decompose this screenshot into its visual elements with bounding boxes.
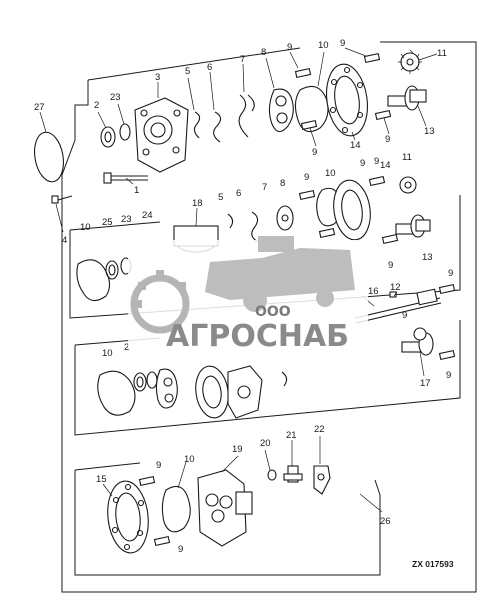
callout-23: 23 bbox=[121, 214, 132, 225]
panel-upper bbox=[69, 175, 461, 324]
callout-8: 8 bbox=[280, 178, 285, 189]
callout-20: 20 bbox=[260, 438, 271, 449]
harvester-icon bbox=[205, 236, 355, 312]
callout-2: 2 bbox=[124, 342, 129, 353]
callout-9: 9 bbox=[402, 310, 407, 321]
callout-23: 23 bbox=[110, 92, 121, 103]
callout-15: 15 bbox=[96, 474, 107, 485]
callout-9: 9 bbox=[374, 156, 379, 167]
callout-24: 24 bbox=[142, 210, 153, 221]
watermark-company: ООО bbox=[255, 304, 291, 320]
callout-5: 5 bbox=[218, 192, 223, 203]
callout-10: 10 bbox=[184, 454, 195, 465]
callout-10: 10 bbox=[318, 40, 329, 51]
panel-bottom bbox=[74, 462, 381, 576]
callout-8: 8 bbox=[261, 47, 266, 58]
callout-22: 22 bbox=[314, 424, 325, 435]
callout-1: 1 bbox=[134, 185, 139, 196]
callout-9: 9 bbox=[312, 147, 317, 158]
callout-10: 10 bbox=[102, 348, 113, 359]
callout-13: 13 bbox=[422, 252, 433, 263]
callout-9: 9 bbox=[360, 158, 365, 169]
figure-code: ZX 017593 bbox=[412, 559, 454, 569]
callout-10: 10 bbox=[325, 168, 336, 179]
callout-10: 10 bbox=[80, 222, 91, 233]
assembly-outline bbox=[61, 41, 477, 593]
callout-25: 25 bbox=[102, 217, 113, 228]
gear-logo-icon bbox=[130, 270, 190, 334]
callout-9: 9 bbox=[287, 42, 292, 53]
callout-7: 7 bbox=[262, 182, 267, 193]
callout-18: 18 bbox=[192, 198, 203, 209]
callout-14: 14 bbox=[350, 140, 361, 151]
callout-9: 9 bbox=[156, 460, 161, 471]
callout-9: 9 bbox=[304, 172, 309, 183]
callout-12: 12 bbox=[390, 282, 401, 293]
callout-26: 26 bbox=[380, 516, 391, 527]
callout-9: 9 bbox=[340, 38, 345, 49]
callout-2: 2 bbox=[94, 100, 99, 111]
callout-11: 11 bbox=[437, 48, 447, 59]
callout-19: 19 bbox=[232, 444, 243, 455]
callout-27: 27 bbox=[34, 102, 45, 113]
callout-11: 11 bbox=[402, 152, 412, 163]
callout-9: 9 bbox=[385, 134, 390, 145]
callout-9: 9 bbox=[388, 260, 393, 271]
callout-16: 16 bbox=[368, 286, 379, 297]
callout-labels: 27 2 23 3 1 4 5 6 7 8 9 10 9 11 13 14 9 … bbox=[34, 38, 454, 569]
callout-13: 13 bbox=[424, 126, 435, 137]
callout-9: 9 bbox=[178, 544, 183, 555]
callout-14: 14 bbox=[380, 160, 391, 171]
callout-6: 6 bbox=[236, 188, 241, 199]
top-row-parts bbox=[33, 49, 427, 204]
callout-9: 9 bbox=[446, 370, 451, 381]
callout-17: 17 bbox=[420, 378, 431, 389]
leader-lines bbox=[39, 47, 438, 513]
watermark-brand: АГРОСНАБ bbox=[166, 319, 349, 354]
callout-21: 21 bbox=[286, 430, 297, 441]
callout-9: 9 bbox=[448, 268, 453, 279]
panel-lower bbox=[74, 320, 461, 436]
callout-6: 6 bbox=[207, 62, 212, 73]
callout-3: 3 bbox=[155, 72, 160, 83]
callout-4: 4 bbox=[62, 235, 67, 246]
agrosnab-watermark: ООО АГРОСНАБ bbox=[128, 236, 368, 354]
callout-5: 5 bbox=[185, 66, 190, 77]
callout-7: 7 bbox=[240, 54, 245, 65]
